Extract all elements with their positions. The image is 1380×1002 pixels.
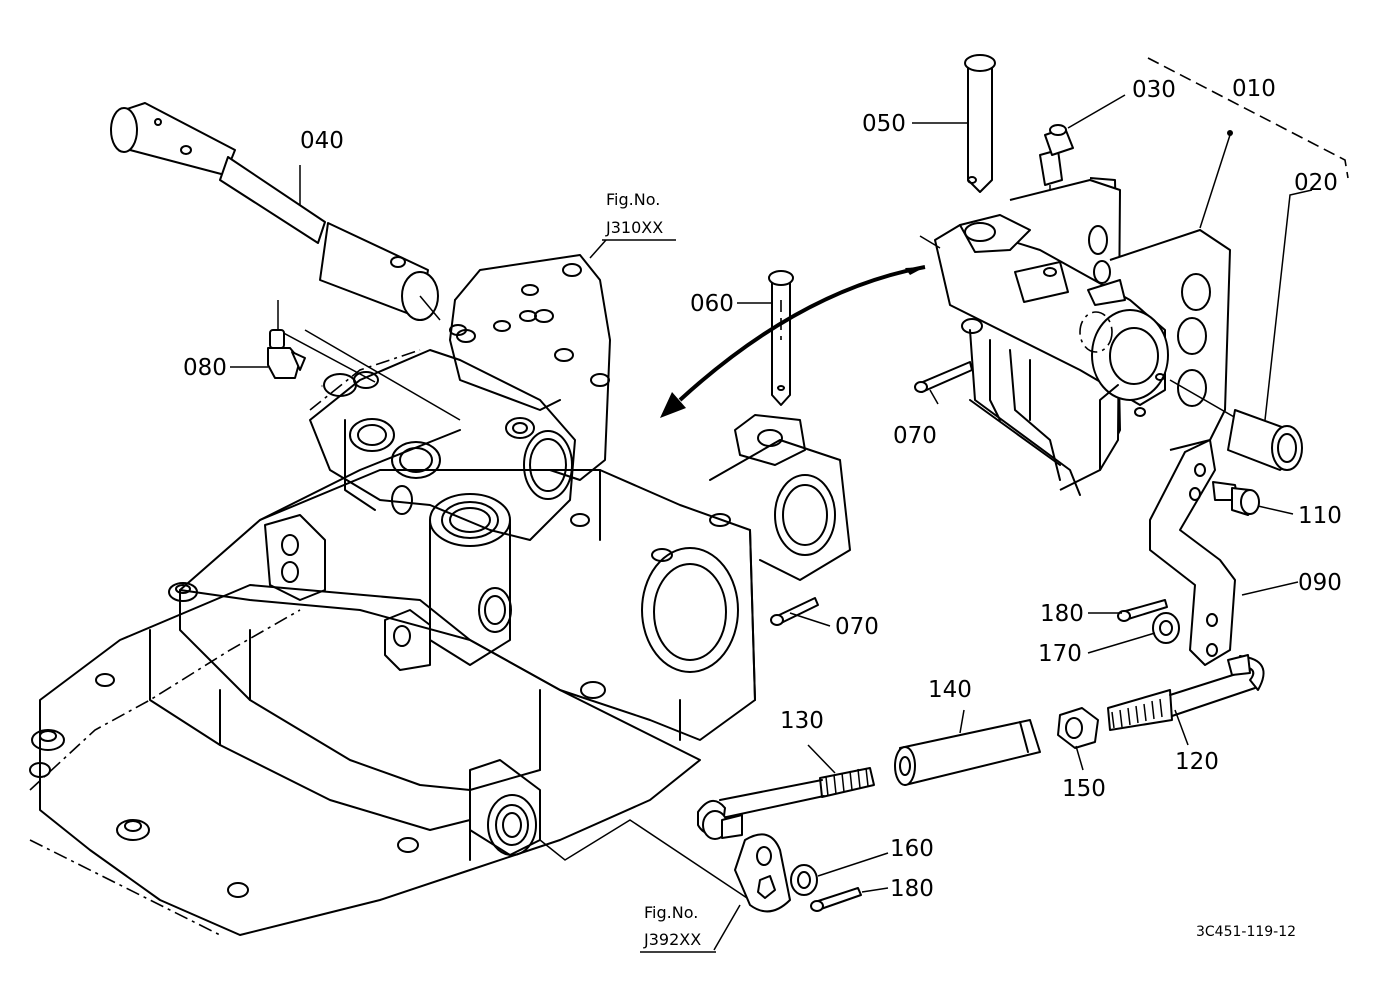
part-070-split-pin-upper	[914, 361, 973, 393]
part-010-bracket	[919, 177, 1301, 496]
part-110-bolt	[1212, 481, 1260, 516]
label-120: 120	[1175, 749, 1219, 775]
label-110: 110	[1298, 503, 1342, 529]
label-090: 090	[1298, 570, 1342, 596]
part-labels: 010 020 030 040 050 060 070 070 080 090 …	[183, 76, 1342, 902]
hydraulic-housing	[29, 254, 851, 936]
assembly-arrow	[660, 265, 926, 418]
figure-ref-bottom: Fig.No. J392XX	[640, 903, 716, 953]
part-020-bushing	[1227, 409, 1303, 471]
label-070-lower: 070	[835, 614, 879, 640]
part-040-rod	[110, 102, 441, 321]
part-180-split-pin-lower	[810, 887, 862, 912]
label-050: 050	[862, 111, 906, 137]
label-180-upper: 180	[1040, 601, 1084, 627]
part-080-fitting	[267, 329, 306, 379]
label-150: 150	[1062, 776, 1106, 802]
part-170-washer	[1152, 612, 1180, 644]
label-160: 160	[890, 836, 934, 862]
part-140-turnbuckle	[894, 719, 1041, 786]
part-150-nut	[1057, 707, 1099, 749]
label-040: 040	[300, 128, 344, 154]
label-080: 080	[183, 355, 227, 381]
leader-dot	[1227, 130, 1233, 136]
label-020: 020	[1294, 170, 1338, 196]
figure-ref-top-line2: J310XX	[605, 218, 663, 237]
leader-lines	[230, 94, 1313, 951]
part-160-washer	[790, 864, 818, 896]
figure-ref-bottom-line1: Fig.No.	[644, 903, 698, 922]
label-070-upper: 070	[893, 423, 937, 449]
label-030: 030	[1132, 77, 1176, 103]
label-170: 170	[1038, 641, 1082, 667]
label-010: 010	[1232, 76, 1276, 102]
part-090-bracket	[1149, 439, 1236, 666]
label-130: 130	[780, 708, 824, 734]
lever-plate	[734, 833, 791, 913]
figure-ref-top: Fig.No. J310XX	[602, 190, 676, 241]
part-130-threaded-rod	[697, 767, 875, 840]
drawing-code: 3C451-119-12	[1196, 924, 1296, 940]
label-140: 140	[928, 677, 972, 703]
part-060-pin	[768, 270, 794, 406]
figure-ref-bottom-line2: J392XX	[643, 930, 701, 949]
label-180-lower: 180	[890, 876, 934, 902]
label-060: 060	[690, 291, 734, 317]
figure-ref-top-line1: Fig.No.	[606, 190, 660, 209]
part-070-split-pin-lower	[770, 597, 819, 626]
part-050-pin	[964, 54, 996, 193]
part-120-threaded-rod	[1107, 654, 1265, 731]
assembly-group-bracket	[1147, 57, 1349, 179]
